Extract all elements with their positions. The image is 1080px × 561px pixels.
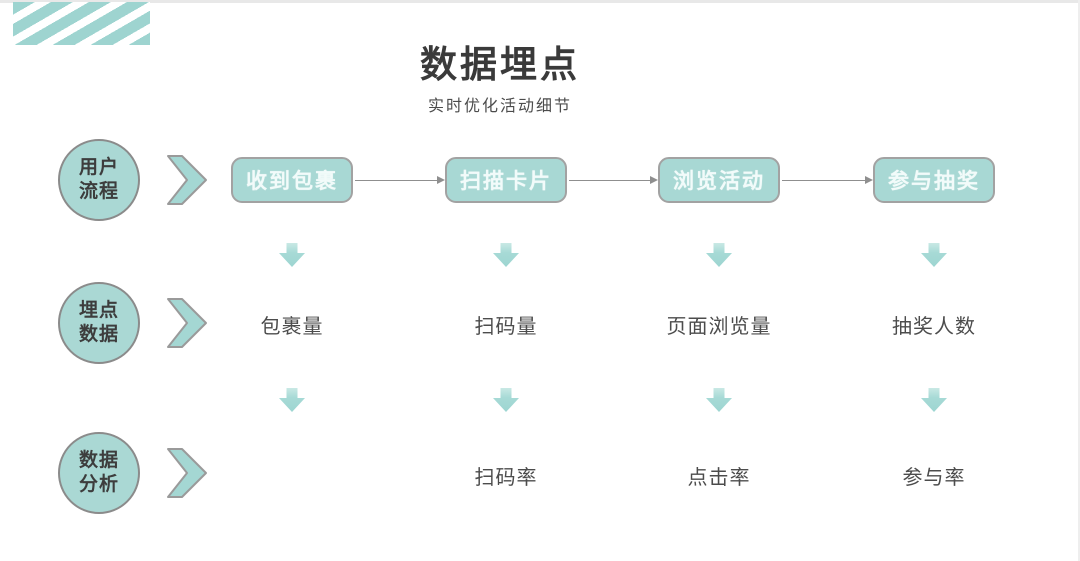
top-edge-divider (0, 0, 1080, 3)
down-arrow-icon (492, 243, 520, 267)
metric-label: 包裹量 (260, 316, 324, 338)
down-arrow-icon (492, 388, 520, 412)
chevron-right-icon (165, 446, 209, 500)
analysis-label: 参与率 (902, 467, 966, 489)
analysis-label: 扫码率 (474, 467, 538, 489)
slide-title: 数据埋点 (420, 44, 580, 85)
down-arrow-icon (278, 388, 306, 412)
down-arrow-icon (278, 243, 306, 267)
flow-step-box: 参与抽奖 (873, 157, 995, 203)
row-badge-label-line1: 埋点 (78, 300, 119, 322)
metric-label: 页面浏览量 (666, 316, 772, 338)
down-arrow-icon (920, 243, 948, 267)
flow-connector-arrow (782, 176, 873, 184)
analysis-label: 点击率 (687, 467, 751, 489)
row-badge-label-line1: 数据 (78, 450, 119, 472)
row-badge-label-line2: 分析 (78, 474, 119, 495)
flow-step-box: 扫描卡片 (445, 157, 567, 203)
flow-step-box: 浏览活动 (658, 157, 780, 203)
row-badge-tracking-data: 埋点 数据 (58, 282, 140, 364)
down-arrow-icon (705, 243, 733, 267)
slide-subtitle: 实时优化活动细节 (427, 98, 572, 115)
right-edge-divider (1078, 0, 1080, 561)
chevron-right-icon (165, 296, 209, 350)
flow-connector-arrow (569, 176, 658, 184)
stripes-decoration (13, 2, 150, 45)
flow-connector-arrow (355, 176, 445, 184)
down-arrow-icon (920, 388, 948, 412)
arrowhead-icon (865, 176, 873, 184)
flow-step-box: 收到包裹 (231, 157, 353, 203)
row-badge-label-line2: 数据 (78, 324, 119, 345)
metric-label: 抽奖人数 (892, 316, 976, 338)
arrowhead-icon (650, 176, 658, 184)
row-badge-user-flow: 用户 流程 (58, 139, 140, 221)
row-badge-label-line2: 流程 (78, 181, 119, 202)
arrowhead-icon (437, 176, 445, 184)
metric-label: 扫码量 (474, 316, 538, 338)
row-badge-data-analysis: 数据 分析 (58, 432, 140, 514)
row-badge-label-line1: 用户 (78, 157, 119, 179)
chevron-right-icon (165, 153, 209, 207)
down-arrow-icon (705, 388, 733, 412)
